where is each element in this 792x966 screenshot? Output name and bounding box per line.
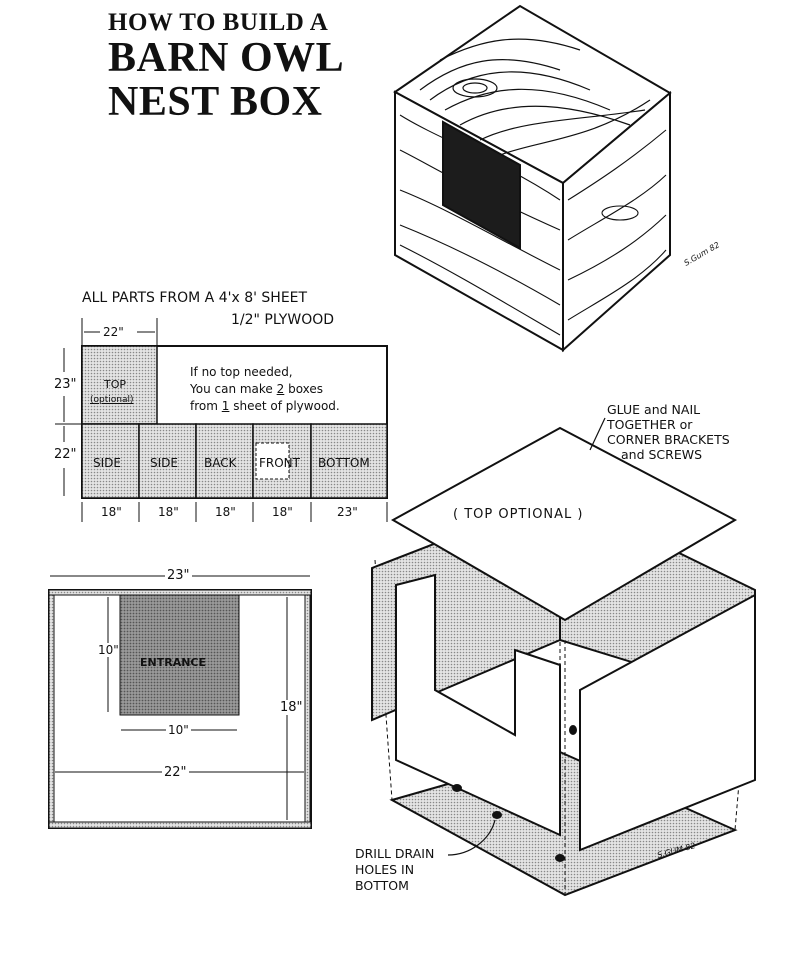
panel-front: FRONT (259, 456, 300, 470)
dim-entrance-height: 10" (98, 643, 119, 657)
glue-note-line-3: CORNER BRACKETS (607, 432, 730, 447)
title-line-3: NEST BOX (108, 79, 323, 125)
note-line-2-post: boxes (284, 382, 324, 396)
finished-box-illustration (393, 4, 672, 353)
note-line-3-post: sheet of plywood. (229, 399, 340, 413)
note-line-2: You can make 2 boxes (190, 381, 340, 398)
top-optional-label: ( TOP OPTIONAL ) (453, 507, 584, 522)
panel-top-sublabel: (optional) (90, 395, 134, 405)
note-line-3: from 1 sheet of plywood. (190, 398, 340, 415)
cut-diagram-heading: ALL PARTS FROM A 4'x 8' SHEET (82, 290, 308, 306)
front-panel-diagram (48, 575, 312, 829)
glue-note-line-1: GLUE and NAIL (607, 402, 701, 417)
panel-side-2: SIDE (150, 456, 178, 470)
dim-front: 18" (272, 505, 293, 519)
dim-bottom: 23" (337, 505, 358, 519)
cutting-layout (55, 318, 388, 522)
drill-note-line-1: DRILL DRAIN (355, 846, 435, 861)
glue-note: GLUE and NAIL TOGETHER or CORNER BRACKET… (607, 402, 730, 462)
panel-bottom: BOTTOM (318, 456, 370, 470)
glue-note-line-2: TOGETHER or (607, 417, 693, 432)
panel-top-label: TOP (104, 378, 127, 391)
entrance-label: ENTRANCE (140, 656, 206, 669)
dim-panel-height: 18" (280, 700, 303, 715)
note-line-1: If no top needed, (190, 365, 293, 379)
glue-note-line-4: and SCREWS (621, 447, 703, 462)
dim-row-height: 22" (54, 447, 77, 462)
note-boxes-count: 2 (276, 382, 285, 396)
dim-side-1: 18" (101, 505, 122, 519)
note-sheet-count: 1 (221, 399, 230, 413)
drill-note-line-3: BOTTOM (355, 878, 409, 893)
title-line-2: BARN OWL (108, 35, 345, 81)
drill-note: DRILL DRAIN HOLES IN BOTTOM (355, 846, 434, 894)
cut-diagram-subheading: 1/2" PLYWOOD (231, 312, 335, 328)
dim-inner-width: 22" (162, 765, 189, 780)
title-line-1: HOW TO BUILD A (108, 9, 329, 36)
drill-note-line-2: HOLES IN (355, 862, 415, 877)
page-title: HOW TO BUILD A BARN OWL NEST BOX (108, 10, 344, 123)
dim-top-height: 23" (54, 377, 77, 392)
note-line-3-pre: from (190, 399, 222, 413)
cut-note: If no top needed, You can make 2 boxes f… (190, 364, 340, 415)
panel-back: BACK (204, 456, 237, 470)
dim-overall-width: 23" (165, 568, 192, 583)
dim-top-width: 22" (103, 325, 124, 339)
dim-side-2: 18" (158, 505, 179, 519)
panel-side-1: SIDE (93, 456, 121, 470)
signature-top: S.Gum 82 (683, 240, 722, 267)
note-line-2-pre: You can make (190, 382, 277, 396)
exploded-assembly (371, 417, 756, 897)
dim-entrance-width: 10" (166, 723, 191, 737)
dim-back: 18" (215, 505, 236, 519)
